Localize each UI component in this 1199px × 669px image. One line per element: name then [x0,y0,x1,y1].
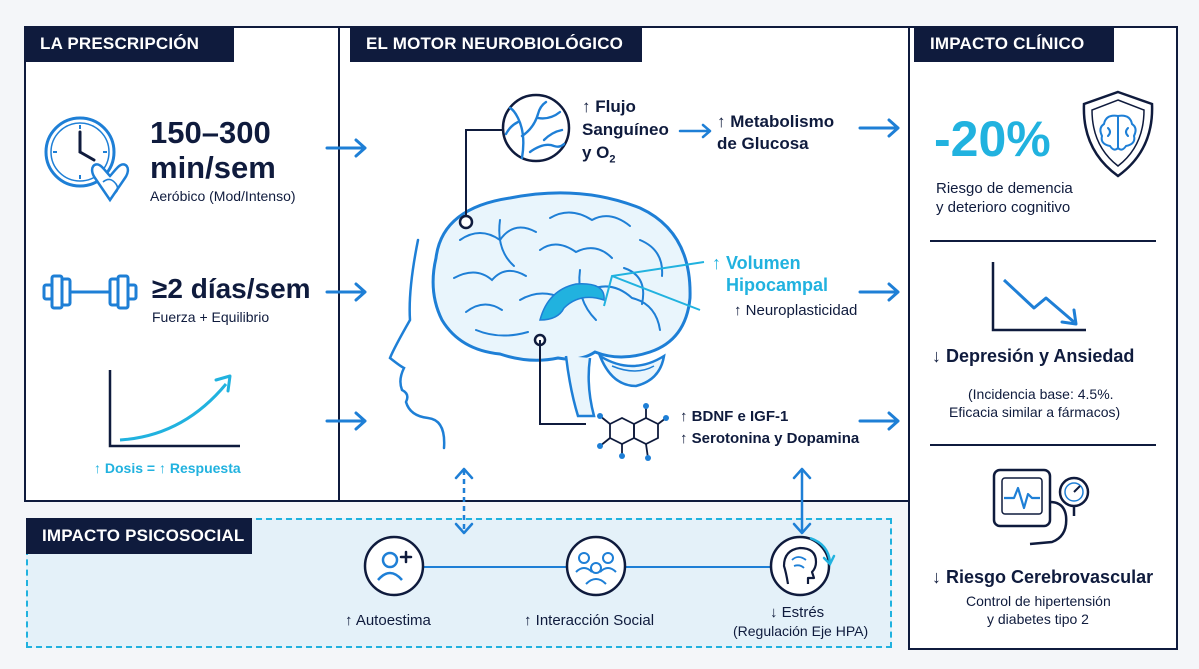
glucose-line2: de Glucosa [717,134,809,153]
arrow-aerobic-icon [325,138,367,158]
link-arrow-left-icon [454,467,474,535]
dementia-line1: Riesgo de demencia [936,180,1073,197]
decline-chart-icon [991,262,1086,332]
clinical-divider-1 [930,240,1156,242]
glucose-line1: ↑ Metabolismo [717,112,835,131]
social-label: ↑ Interacción Social [524,612,655,629]
arrow-cerebrovascular-icon [858,411,900,431]
motor-header: EL MOTOR NEUROBIOLÓGICO [350,26,642,62]
clock-heart-icon [44,116,130,203]
blood-flow-line3: y O2 [582,143,616,165]
add-person-icon [363,535,425,597]
head-brain-icon [388,191,692,450]
link-arrow-right-icon [792,467,812,535]
cerebrovascular-line2: y diabetes tipo 2 [987,611,1089,627]
depression-title: ↓ Depresión y Ansiedad [932,346,1135,366]
clinical-header: IMPACTO CLÍNICO [914,26,1114,62]
strength-value: ≥2 días/sem [152,273,311,304]
hippocampus-line2: Hipocampal [726,275,829,295]
psychosocial-header: IMPACTO PSICOSOCIAL [26,518,252,554]
self-esteem-label: ↑ Autoestima [345,612,431,629]
arrow-glucose-icon [678,123,712,139]
prescription-header: LA PRESCRIPCIÓN [24,26,234,62]
clinical-divider-2 [930,444,1156,446]
depression-line1: (Incidencia base: 4.5%. [968,386,1114,402]
dementia-value: -20% [934,111,1051,167]
blood-vessels-icon [501,93,571,163]
dementia-line2: y deterioro cognitivo [936,199,1071,216]
arrow-depression-icon [858,282,900,302]
dose-response-label: ↑ Dosis = ↑ Respuesta [94,460,241,476]
arrow-dementia-icon [858,118,900,138]
cerebrovascular-line1: Control de hipertensión [966,593,1111,609]
blood-flow-line1: ↑ Flujo [582,97,636,116]
blood-pressure-monitor-icon [992,468,1090,546]
growth-curve-icon [108,370,240,448]
aerobic-desc: Aeróbico (Mod/Intenso) [150,188,296,204]
group-icon [565,535,627,597]
brain-shield-icon [1082,90,1154,178]
cerebrovascular-title: ↓ Riesgo Cerebrovascular [932,567,1154,587]
hippocampus-line1: ↑ Volumen [712,253,801,273]
stress-line1: ↓ Estrés [770,604,825,621]
arrow-dose-icon [325,411,367,431]
aerobic-value-line2: min/sem [150,150,276,185]
strength-desc: Fuerza + Equilibrio [152,309,270,325]
molecule-icon [597,403,669,461]
stress-line2: (Regulación Eje HPA) [733,623,869,639]
head-gauge-icon [769,535,836,597]
arrow-strength-icon [325,282,367,302]
neurochem-line1: ↑ BDNF e IGF-1 [680,408,789,425]
neuroplasticity-label: ↑ Neuroplasticidad [734,302,858,319]
aerobic-value-line1: 150–300 [150,115,271,150]
depression-line2: Eficacia similar a fármacos) [949,404,1121,420]
dumbbell-icon [42,274,138,310]
blood-flow-line2: Sanguíneo [582,120,669,139]
blood-flow-sub: 2 [609,153,616,166]
neurochem-line2: ↑ Serotonina y Dopamina [680,430,860,447]
blood-flow-o-label: y O [582,143,610,162]
